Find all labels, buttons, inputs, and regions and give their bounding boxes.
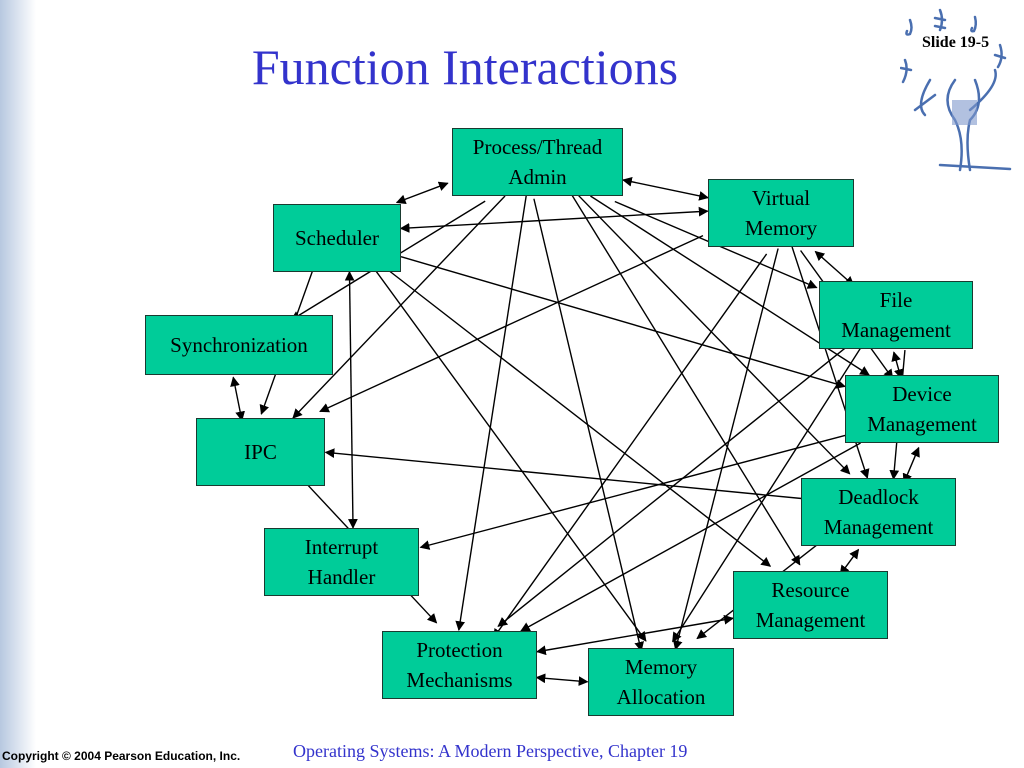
edge-device-deadlock <box>902 446 920 484</box>
node-virtual-memory[interactable]: Virtual Memory <box>708 179 854 247</box>
edge-device-protection <box>520 442 861 632</box>
edge-device-interrupt <box>419 434 847 550</box>
edge-scheduler-process <box>395 181 449 204</box>
edge-process-vm <box>622 176 709 201</box>
left-gradient-bar <box>0 0 36 768</box>
edge-vm-memalloc <box>672 248 779 651</box>
node-ipc[interactable]: IPC <box>196 418 325 486</box>
node-scheduler[interactable]: Scheduler <box>273 204 401 272</box>
edge-process-ipc <box>292 195 506 419</box>
edge-scheduler-resource <box>384 266 772 567</box>
edge-file-device <box>891 351 904 380</box>
conductor-logo-icon <box>900 8 1012 172</box>
edge-file-protection <box>497 343 851 627</box>
edge-vm-protection <box>492 253 768 639</box>
copyright-notice: Copyright © 2004 Pearson Education, Inc. <box>2 749 241 763</box>
node-synchronization[interactable]: Synchronization <box>145 315 333 375</box>
edge-file-memalloc <box>672 342 865 643</box>
edge-deadlock-resource <box>839 548 860 576</box>
slide-number: Slide 19-5 <box>922 34 990 51</box>
node-process-thread-admin[interactable]: Process/Thread Admin <box>452 128 623 196</box>
edge-scheduler-vm <box>399 206 709 233</box>
node-memory-allocation[interactable]: Memory Allocation <box>588 648 734 716</box>
edge-process-deadlock <box>574 191 851 475</box>
edge-scheduler-device <box>400 256 846 389</box>
edge-protection-memalloc <box>535 673 589 686</box>
edge-process-protection <box>455 194 527 632</box>
edge-deadlock-ipc <box>324 448 802 500</box>
edge-vm-ipc <box>319 234 704 413</box>
edge-vm-file <box>814 250 855 287</box>
node-file-management[interactable]: File Management <box>819 281 973 349</box>
edge-scheduler-interrupt <box>344 270 358 529</box>
node-resource-management[interactable]: Resource Management <box>733 571 888 639</box>
node-deadlock-management[interactable]: Deadlock Management <box>801 478 956 546</box>
edge-resource-protection <box>536 614 734 656</box>
node-device-management[interactable]: Device Management <box>845 375 999 443</box>
footer-text: Operating Systems: A Modern Perspective,… <box>293 741 688 761</box>
node-interrupt-handler[interactable]: Interrupt Handler <box>264 528 419 596</box>
edge-scheduler-memalloc <box>370 264 647 642</box>
slide-title: Function Interactions <box>251 39 679 95</box>
node-protection-mechanisms[interactable]: Protection Mechanisms <box>382 631 537 699</box>
edge-sync-ipc <box>230 376 245 422</box>
